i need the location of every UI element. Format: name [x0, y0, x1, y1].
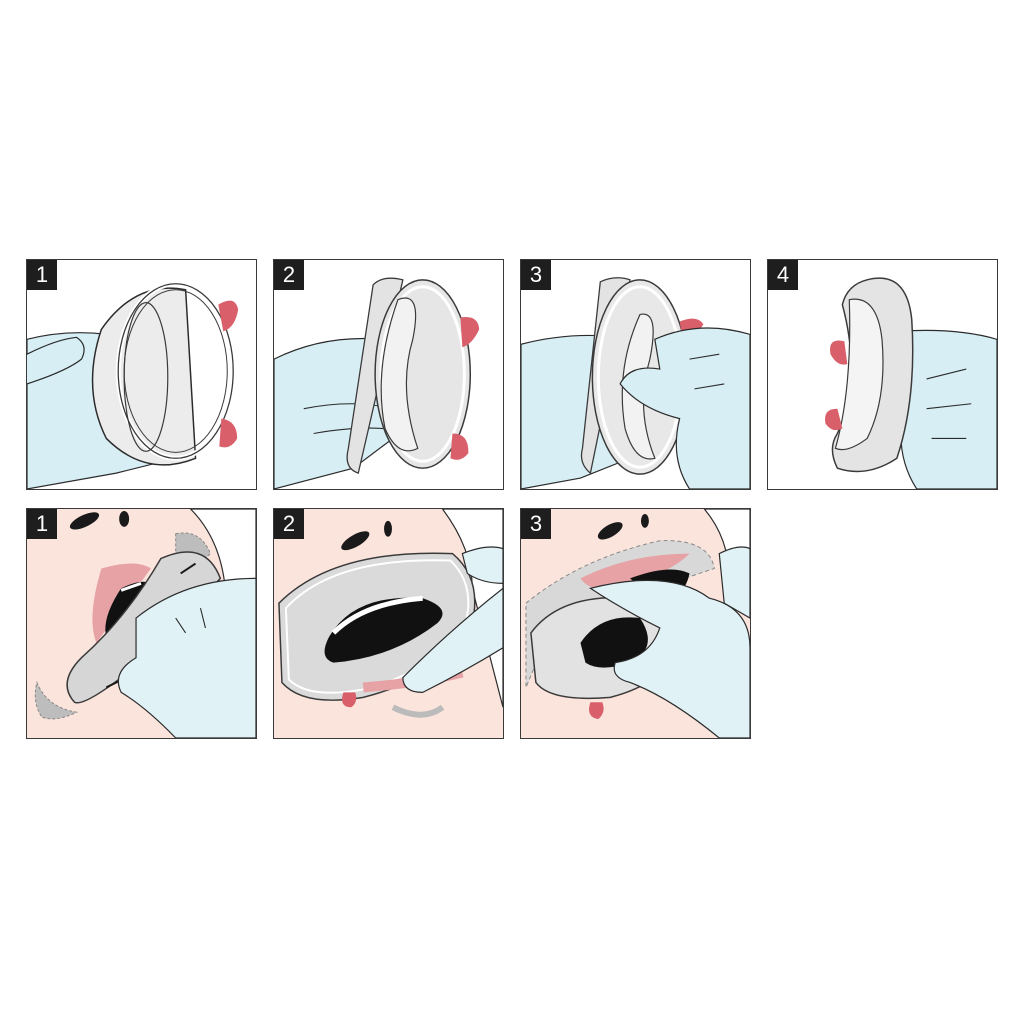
prep-step-3-panel: 3	[520, 259, 751, 490]
step-number-badge: 3	[521, 509, 551, 539]
adjust-upper-lip-illustration	[525, 509, 750, 738]
insert-step-2-panel: 2	[273, 508, 504, 739]
step-number-badge: 4	[768, 260, 798, 290]
insert-step-1-panel: 1	[26, 508, 257, 739]
prep-step-4-panel: 4	[767, 259, 998, 490]
insert-lower-lip-illustration	[34, 509, 256, 738]
folded-retractor-illustration	[825, 277, 997, 489]
step-number-badge: 1	[27, 509, 57, 539]
step-number-badge: 2	[274, 509, 304, 539]
insert-step-3-panel: 3	[520, 508, 751, 739]
step-number-badge: 2	[274, 260, 304, 290]
prep-step-1-panel: 1	[26, 259, 257, 490]
hand-folding-retractor-illustration	[274, 277, 480, 489]
step-number-badge: 3	[521, 260, 551, 290]
prep-step-2-panel: 2	[273, 259, 504, 490]
step-number-badge: 1	[27, 260, 57, 290]
hand-holding-retractor-illustration	[27, 281, 239, 489]
retractor-placed-in-mouth-illustration	[278, 509, 503, 718]
two-hands-folding-retractor-illustration	[521, 277, 750, 489]
